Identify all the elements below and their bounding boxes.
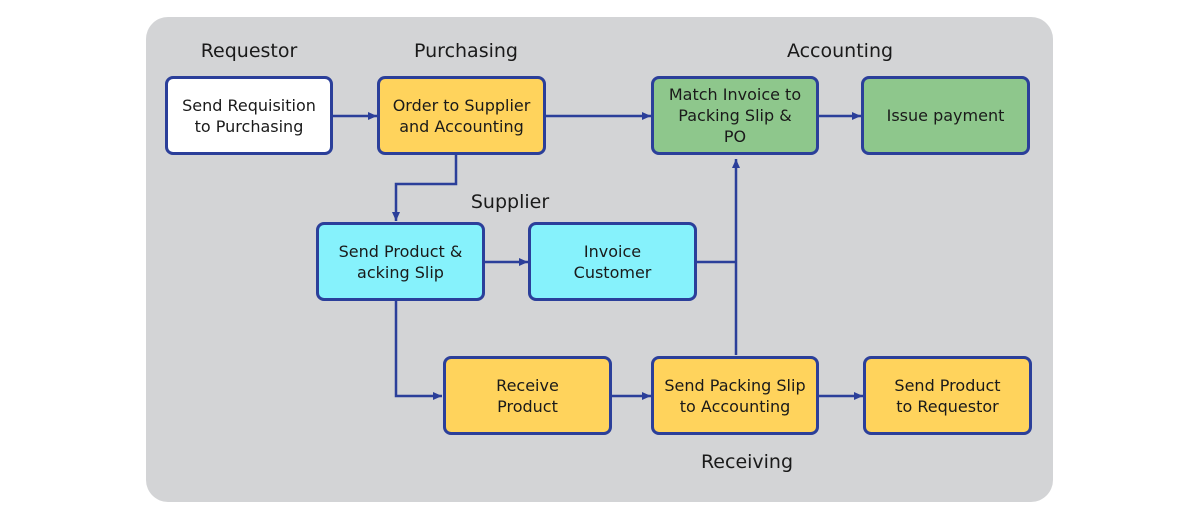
node-send-packing-slip[interactable]: Send Packing Slip to Accounting <box>651 356 819 435</box>
node-receive-product[interactable]: Receive Product <box>443 356 612 435</box>
node-match-invoice[interactable]: Match Invoice to Packing Slip & PO <box>651 76 819 155</box>
lane-label-purchasing: Purchasing <box>414 40 518 62</box>
node-send-requisition[interactable]: Send Requisition to Purchasing <box>165 76 333 155</box>
node-order-to-supplier[interactable]: Order to Supplier and Accounting <box>377 76 546 155</box>
lane-label-receiving: Receiving <box>700 451 794 473</box>
lane-label-supplier: Supplier <box>470 191 550 213</box>
node-label: Send Packing Slip to Accounting <box>664 375 806 416</box>
lane-label-accounting: Accounting <box>786 40 894 62</box>
node-label: Receive Product <box>496 375 559 416</box>
node-label: Send Product & acking Slip <box>338 241 463 282</box>
arrow-order-to-supplier <box>392 155 458 221</box>
lane-label-requestor: Requestor <box>200 40 298 62</box>
node-label: Order to Supplier and Accounting <box>392 95 531 136</box>
node-label: Issue payment <box>886 106 1005 125</box>
node-label: Invoice Customer <box>573 241 652 282</box>
node-send-product-slip[interactable]: Send Product & acking Slip <box>316 222 485 301</box>
node-label: Match Invoice to Packing Slip & PO <box>668 85 802 146</box>
node-send-product-to-requestor[interactable]: Send Product to Requestor <box>863 356 1032 435</box>
node-label: Send Product to Requestor <box>894 375 1001 416</box>
node-issue-payment[interactable]: Issue payment <box>861 76 1030 155</box>
node-invoice-customer[interactable]: Invoice Customer <box>528 222 697 301</box>
arrow-ship-to-receive <box>394 301 442 400</box>
node-label: Send Requisition to Purchasing <box>182 95 316 136</box>
